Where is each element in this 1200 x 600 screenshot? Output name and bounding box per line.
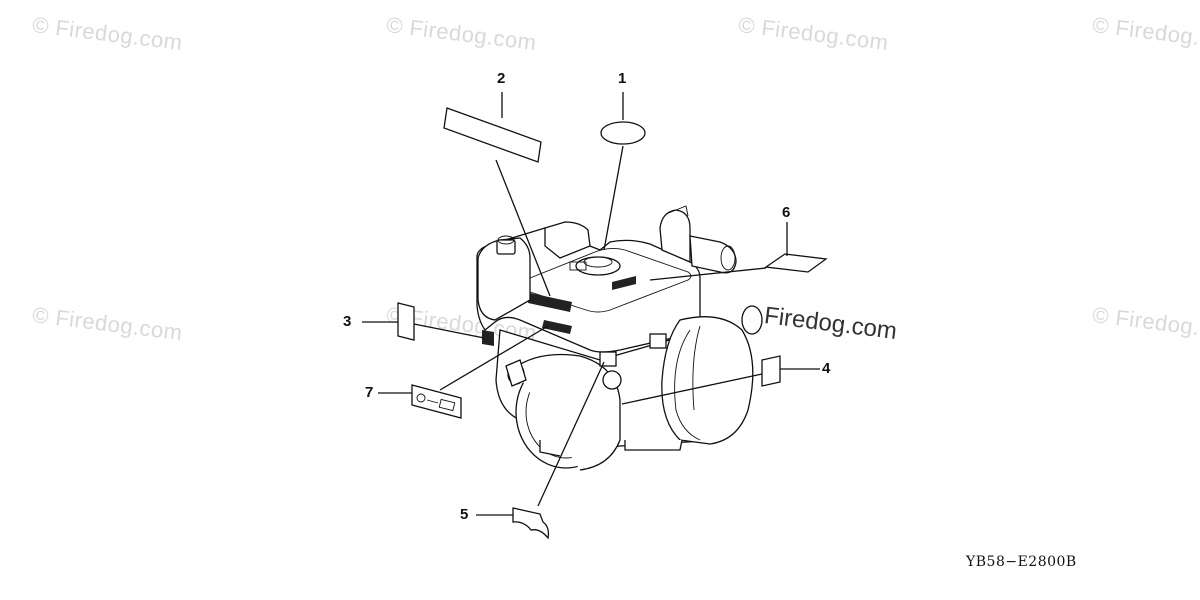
callout-6: 6 (782, 204, 791, 221)
label-part-3 (397, 302, 415, 341)
leader-lines (362, 92, 820, 516)
label-part-2 (443, 107, 542, 163)
diagram-code: YB58−E2800B (966, 554, 1077, 570)
label-part-6 (764, 253, 828, 273)
callout-5: 5 (460, 506, 469, 523)
label-part-4 (761, 355, 781, 387)
engine-body (476, 205, 763, 471)
callout-2: 2 (497, 70, 506, 87)
callout-7: 7 (365, 384, 374, 401)
callout-4: 4 (822, 360, 831, 377)
label-part-5 (512, 507, 550, 540)
label-part-7 (411, 384, 462, 419)
callout-1: 1 (618, 70, 627, 87)
callout-3: 3 (343, 313, 352, 330)
label-part-1 (600, 121, 646, 145)
